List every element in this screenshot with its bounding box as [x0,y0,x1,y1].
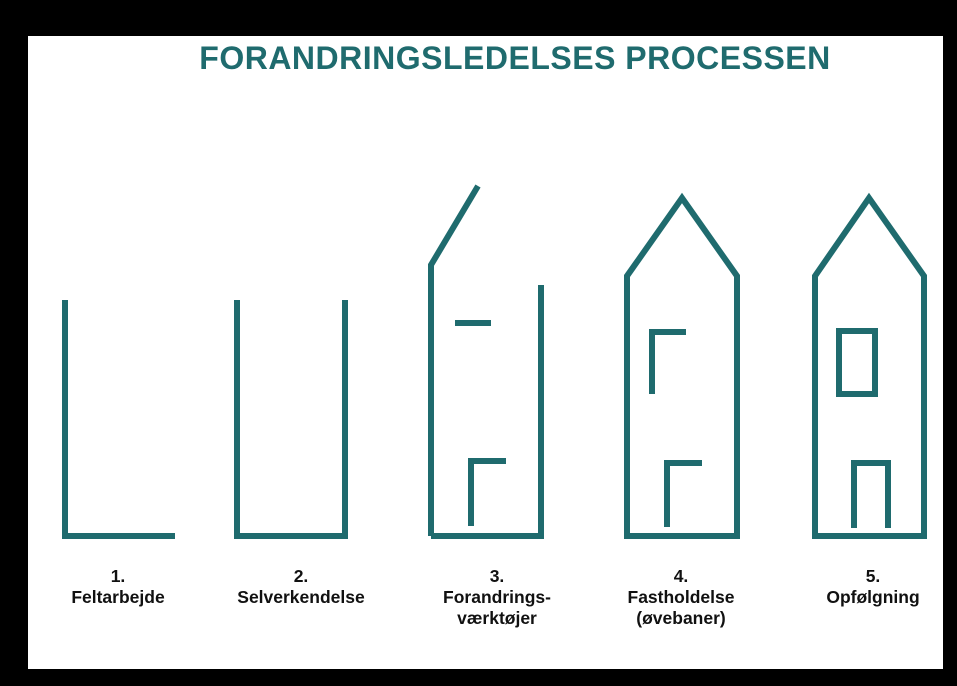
step-name-line-2: (øvebaner) [636,608,726,628]
step-number: 4. [673,566,689,586]
step-name: Fastholdelse [627,587,735,607]
door-frame-partial [664,460,702,527]
step-4-label: 4. Fastholdelse (øvebaner) [581,566,781,629]
step-3-label: 3. Forandrings- værktøjer [397,566,597,629]
stage-5-drawing [812,192,927,539]
step-number: 5. [865,566,881,586]
door-stroke [468,458,506,526]
step-number: 3. [489,566,505,586]
stage-3-drawing [428,184,544,539]
page-title: FORANDRINGSLEDELSES PROCESSEN [199,40,831,76]
window-frame-partial [649,329,686,394]
step-name: Opfølgning [826,587,920,607]
step-name: Selverkendelse [237,587,365,607]
step-number: 2. [293,566,309,586]
step-name: Feltarbejde [71,587,165,607]
step-name-line-2: værktøjer [457,608,537,628]
stage-4-drawing [624,192,740,539]
step-name: Forandrings- [443,587,551,607]
slide-canvas [28,36,943,669]
stage-1-drawing [62,300,175,539]
step-5-label: 5. Opfølgning [773,566,957,608]
step-2-label: 2. Selverkendelse [201,566,401,608]
step-number: 1. [110,566,126,586]
door-frame [851,460,891,528]
step-1-label: 1. Feltarbejde [18,566,218,608]
window-frame [836,328,878,397]
stage-2-drawing [234,300,348,539]
